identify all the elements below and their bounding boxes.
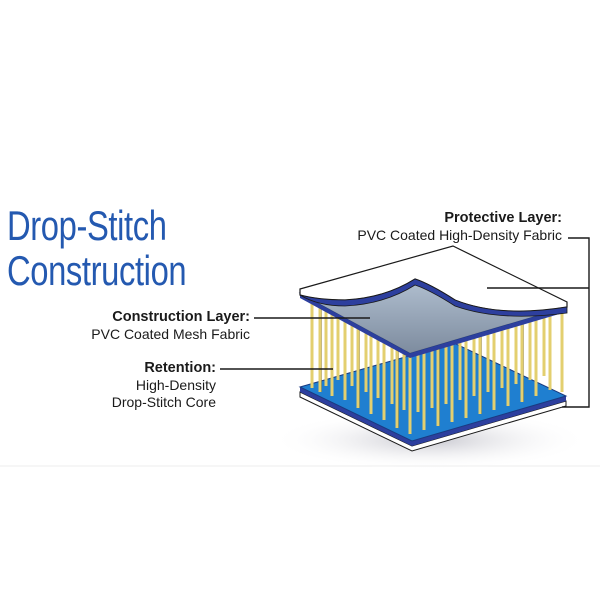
protective-layer-label: Protective Layer: PVC Coated High-Densit… [357,210,562,244]
protective-layer-description: PVC Coated High-Density Fabric [357,227,562,243]
protective-top-sheet [299,245,568,353]
construction-layer-description: PVC Coated Mesh Fabric [91,326,250,342]
leader-lines [220,237,590,408]
drop-stitch-threads [310,300,564,434]
retention-heading: Retention: [144,360,216,376]
retention-description-line-1: High-Density [135,377,216,393]
construction-layer-label: Construction Layer: PVC Coated Mesh Fabr… [91,309,250,343]
diagram-title-line-1: Drop-Stitch [7,202,167,249]
diagram-title-line-2: Construction [7,247,187,294]
retention-label: Retention: High-Density Drop-Stitch Core [112,360,216,411]
protective-bracket-line [562,237,590,408]
protective-layer-heading: Protective Layer: [444,210,562,226]
construction-layer-heading: Construction Layer: [112,309,250,325]
retention-description-line-2: Drop-Stitch Core [111,394,216,410]
